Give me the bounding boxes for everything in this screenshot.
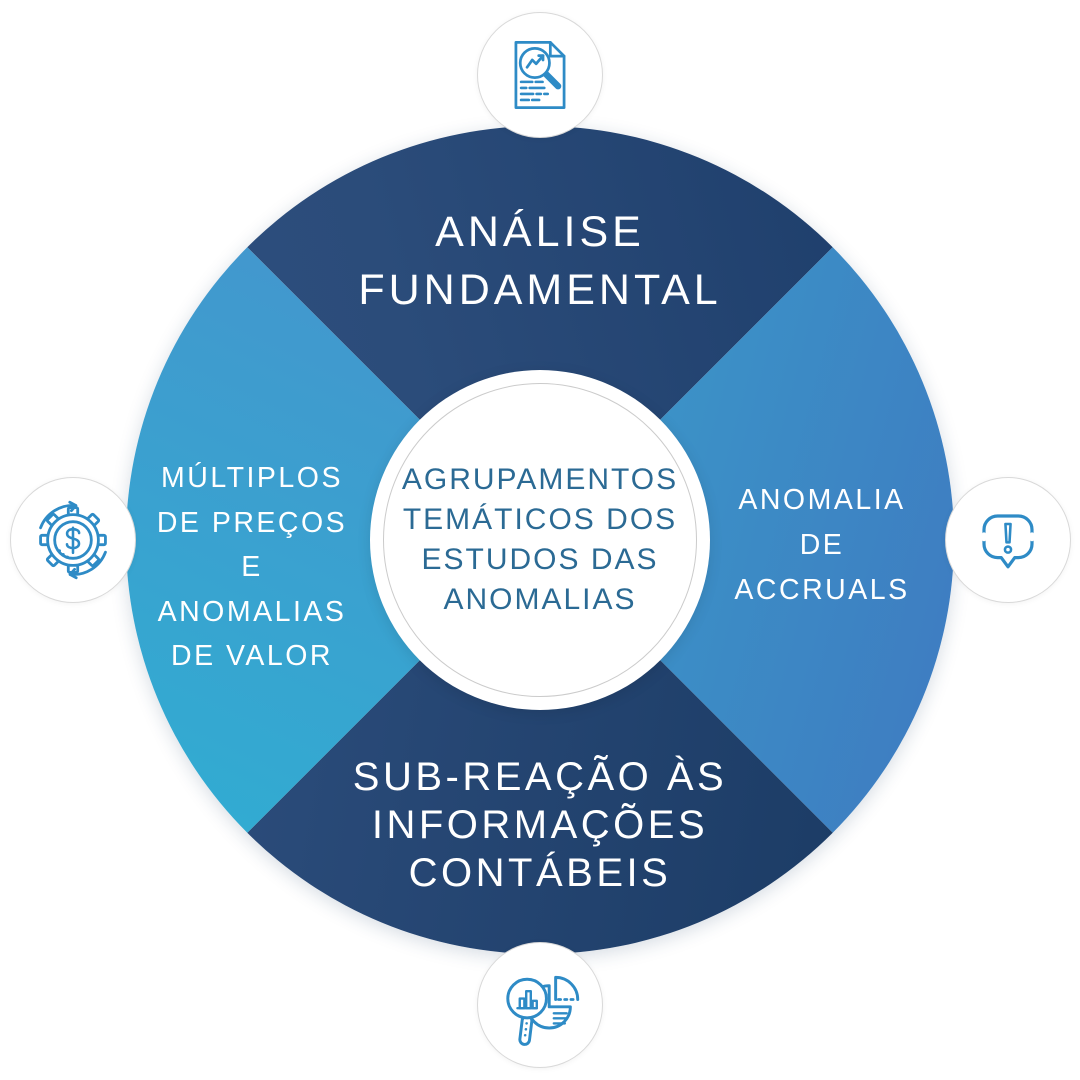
chart-magnifier-pie-icon	[506, 975, 580, 1046]
label-line: DE VALOR	[170, 640, 333, 672]
label-line: ANOMALIA	[738, 484, 906, 516]
report-magnifier-icon	[514, 40, 566, 110]
label-line: ANOMALIAS	[443, 583, 637, 616]
label-line: AGRUPAMENTOS	[401, 463, 679, 496]
dollar-gear-sync-icon	[39, 500, 107, 580]
badge-sub-reacao	[477, 942, 603, 1068]
label-line: DE	[799, 529, 845, 561]
label-line: ANOMALIAS	[157, 595, 347, 628]
center-hub-label: AGRUPAMENTOS TEMÁTICOS DOS ESTUDOS DAS A…	[402, 460, 678, 620]
label-anomalia-de-accruals: ANOMALIA DE ACCRUALS	[682, 478, 962, 613]
label-line: FUNDAMENTAL	[358, 266, 722, 314]
badge-analise-fundamental	[477, 12, 603, 138]
center-hub: AGRUPAMENTOS TEMÁTICOS DOS ESTUDOS DAS A…	[370, 370, 710, 710]
label-line: CONTÁBEIS	[408, 851, 672, 895]
label-multiplos-de-precos: MÚLTIPLOS DE PREÇOS E ANOMALIAS DE VALOR	[112, 456, 392, 679]
label-line: MÚLTIPLOS	[161, 462, 343, 494]
label-line: SUB-REAÇÃO ÀS	[352, 755, 728, 799]
label-line: ACCRUALS	[734, 574, 910, 606]
label-analise-fundamental: ANÁLISE FUNDAMENTAL	[240, 203, 840, 319]
label-line: DE PREÇOS	[156, 506, 348, 539]
label-line: E	[241, 551, 263, 583]
label-line: TEMÁTICOS DOS	[402, 503, 678, 536]
alert-bubble-icon	[982, 514, 1034, 569]
label-sub-reacao: SUB-REAÇÃO ÀS INFORMAÇÕES CONTÁBEIS	[240, 753, 840, 897]
label-line: ESTUDOS DAS	[421, 543, 659, 576]
wheel-disc	[126, 126, 954, 954]
label-line: INFORMAÇÕES	[371, 803, 709, 847]
label-line: ANÁLISE	[435, 208, 645, 256]
badge-anomalia-de-accruals	[945, 477, 1071, 603]
badge-multiplos-de-precos	[10, 477, 136, 603]
